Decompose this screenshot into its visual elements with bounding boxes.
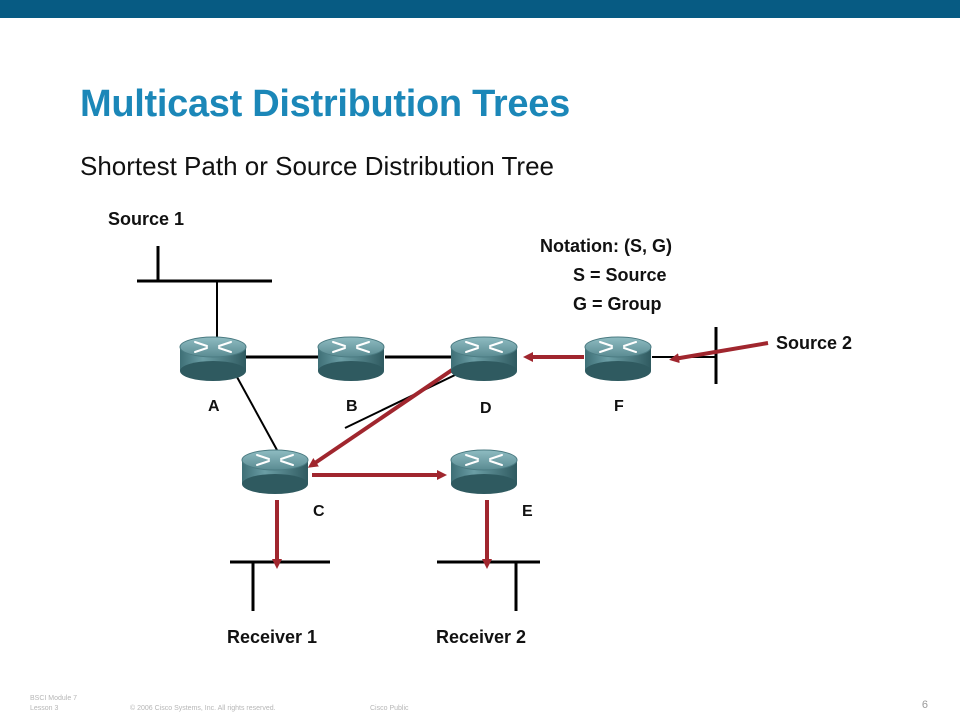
- router-c: [241, 449, 309, 494]
- source1-lan: [137, 246, 272, 338]
- footer-classification: Cisco Public: [370, 705, 409, 712]
- router-a: [179, 336, 247, 381]
- receiver1-label: Receiver 1: [227, 627, 318, 647]
- router-d-label: D: [480, 400, 492, 417]
- router-e-label: E: [522, 503, 533, 520]
- network-links: [236, 355, 456, 451]
- slide-title: Multicast Distribution Trees: [80, 83, 570, 125]
- multicast-flow: [272, 341, 769, 569]
- notation-title: Notation: (S, G): [540, 236, 672, 256]
- router-arrows-icon: [256, 454, 294, 466]
- footer-course: BSCI Module 7: [30, 695, 78, 702]
- header-bar: [0, 0, 960, 18]
- footer-lesson: Lesson 3: [30, 705, 59, 712]
- router-c-label: C: [313, 503, 325, 520]
- router-a-label: A: [208, 398, 220, 415]
- receiver2-lan: [437, 560, 540, 611]
- notation-source: S = Source: [573, 265, 667, 285]
- footer-copyright: © 2006 Cisco Systems, Inc. All rights re…: [130, 705, 276, 712]
- router-arrows-icon: [194, 341, 232, 353]
- router-arrows-icon: [465, 341, 503, 353]
- router-b: [317, 336, 385, 381]
- router-b-label: B: [346, 398, 358, 415]
- page-number: 6: [921, 699, 928, 711]
- receiver1-lan: [230, 560, 330, 611]
- slide-subtitle: Shortest Path or Source Distribution Tre…: [80, 151, 555, 181]
- router-f-label: F: [614, 398, 624, 415]
- flow-arrow-source2-to-f: [669, 341, 769, 364]
- source2-label: Source 2: [776, 333, 853, 353]
- receiver2-label: Receiver 2: [436, 627, 527, 647]
- router-d: [450, 336, 518, 381]
- notation-group: G = Group: [573, 294, 662, 314]
- router-e: [450, 449, 518, 494]
- source1-label: Source 1: [108, 209, 185, 229]
- router-f: [584, 336, 652, 381]
- router-arrows-icon: [599, 341, 637, 353]
- router-arrows-icon: [465, 454, 503, 466]
- router-arrows-icon: [332, 341, 370, 353]
- flow-arrow-d-to-c: [307, 368, 454, 468]
